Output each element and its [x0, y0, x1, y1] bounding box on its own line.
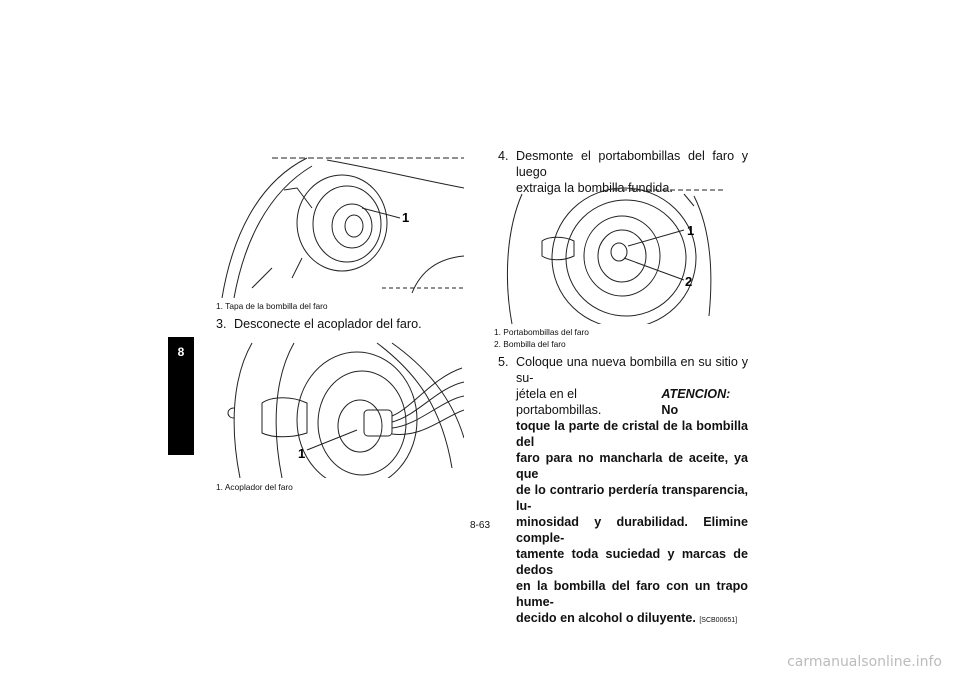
step-5-line-2: jétela en el portabombillas.: [516, 387, 602, 417]
step-3: 3. Desconecte el acoplador del faro.: [216, 316, 466, 334]
page-number: 8-63: [469, 520, 490, 531]
figure-headlight-bulb-cover: 1: [212, 148, 464, 298]
caution-line-6: en la bombilla del faro con un trapo hum…: [516, 579, 748, 609]
callout-2: 2: [685, 274, 692, 289]
caution-line-5: tamente toda suciedad y marcas de dedos: [516, 547, 748, 577]
step-4-line-2: extraiga la bombilla fundida.: [516, 181, 673, 195]
figure-headlight-coupler: 1: [212, 338, 464, 478]
caution-line-1: toque la parte de cristal de la bombilla…: [516, 419, 748, 449]
headlight-coupler-illustration: 1: [227, 342, 464, 478]
step-5-number: 5.: [498, 355, 509, 369]
figure-3-caption-2: 2. Bombilla del faro: [494, 339, 566, 349]
section-tab: 8: [168, 337, 194, 455]
caution-last-line: decido en alcohol o diluyente.: [516, 611, 696, 625]
callout-1: 1: [298, 446, 305, 461]
callout-1: 1: [402, 210, 409, 225]
figure-1-caption: 1. Tapa de la bombilla del faro: [216, 301, 328, 311]
figure-3-caption-1: 1. Portabombillas del faro: [494, 327, 589, 337]
caution-code: [SCB00651]: [699, 617, 738, 624]
caution-line-3: de lo contrario perdería transparencia, …: [516, 483, 748, 513]
step-4-number: 4.: [498, 149, 509, 163]
step-4-line-1: Desmonte el portabombillas del faro y lu…: [516, 149, 748, 179]
step-5-line-1: Coloque una nueva bombilla en su sitio y…: [516, 355, 748, 385]
figure-bulb-holder: 1 2: [494, 186, 746, 324]
headlight-bulb-cover-illustration: 1: [221, 157, 464, 298]
caution-line-4: minosidad y durabilidad. Elimine comple-: [516, 515, 748, 545]
watermark: carmanualsonline.info: [787, 654, 942, 670]
section-tab-label: 8: [177, 345, 185, 359]
step-3-number: 3.: [216, 317, 227, 331]
step-5: 5. Coloque una nueva bombilla en su siti…: [498, 354, 748, 625]
caution-line-2: faro para no mancharla de aceite, ya que: [516, 451, 748, 481]
figure-2-caption: 1. Acoplador del faro: [216, 482, 293, 492]
step-3-text: Desconecte el acoplador del faro.: [234, 317, 422, 331]
bulb-holder-illustration: 1 2: [506, 187, 724, 324]
caution-first-word: No: [661, 403, 679, 417]
step-4: 4. Desmonte el portabombillas del faro y…: [498, 148, 748, 195]
callout-1: 1: [687, 223, 694, 238]
caution-lead: ATENCION:: [661, 387, 731, 401]
